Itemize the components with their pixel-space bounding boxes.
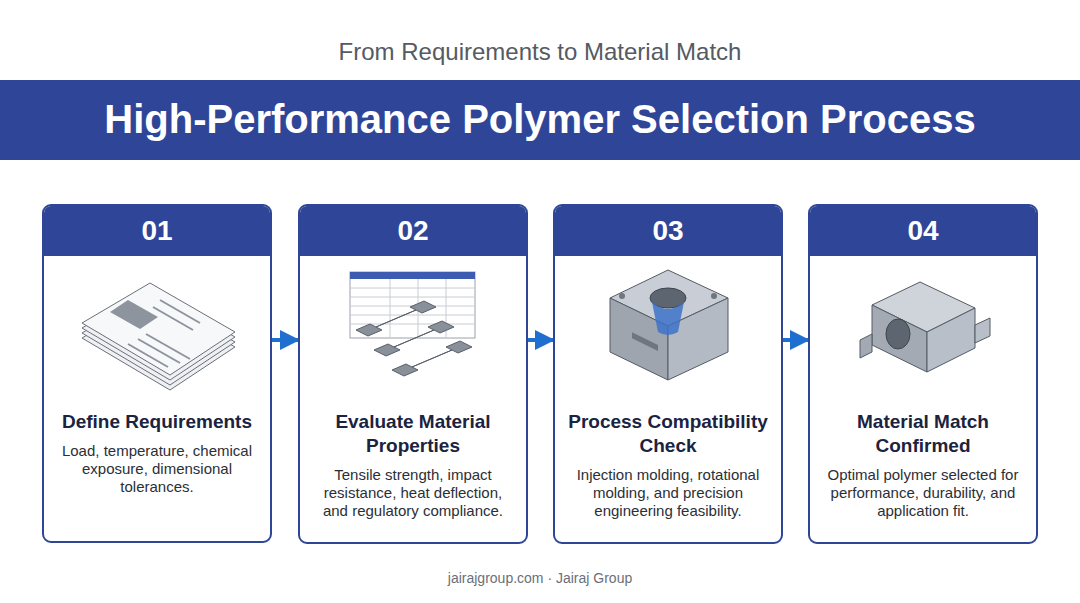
step-heading: Material Match Confirmed — [810, 410, 1036, 458]
step-number: 02 — [300, 206, 526, 256]
step-heading: Define Requirements — [52, 410, 262, 434]
process-card: 03Process Compatibility CheckInjection m… — [553, 204, 783, 544]
flow-arrow — [272, 338, 298, 342]
step-description: Injection molding, rotational molding, a… — [555, 466, 781, 530]
process-card: 01Define RequirementsLoad, temperature, … — [42, 204, 272, 543]
step-description: Optimal polymer selected for performance… — [810, 466, 1036, 530]
step-heading: Evaluate Material Properties — [300, 410, 526, 458]
step-number: 01 — [44, 206, 270, 256]
step-heading: Process Compatibility Check — [555, 410, 781, 458]
process-card: 02Evaluate Material PropertiesTensile st… — [298, 204, 528, 544]
caption: jairajgroup.com · Jairaj Group — [0, 570, 1080, 586]
step-description: Tensile strength, impact resistance, hea… — [300, 466, 526, 530]
title: High-Performance Polymer Selection Proce… — [0, 97, 1080, 142]
subtitle: From Requirements to Material Match — [0, 38, 1080, 66]
flow-arrow — [528, 338, 553, 342]
step-number: 03 — [555, 206, 781, 256]
step-description: Load, temperature, chemical exposure, di… — [44, 442, 270, 506]
process-card: 04Material Match ConfirmedOptimal polyme… — [808, 204, 1038, 544]
flow-arrow — [783, 338, 808, 342]
step-number: 04 — [810, 206, 1036, 256]
